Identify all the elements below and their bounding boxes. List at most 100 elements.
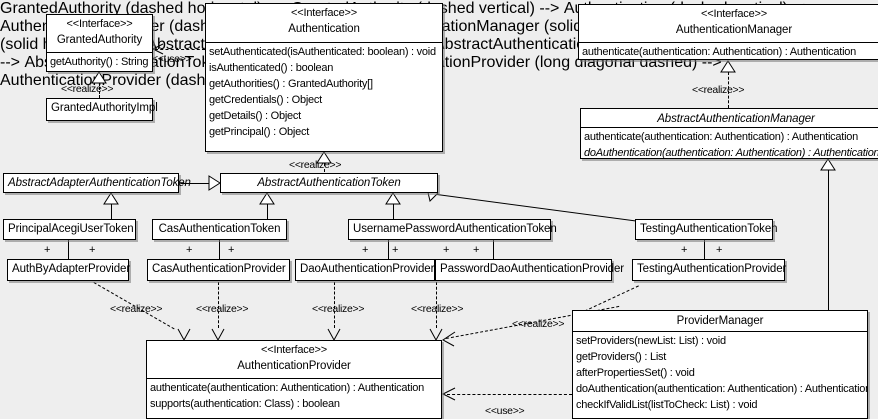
edge-label-use-granted-authority: <<use>>: [152, 53, 192, 65]
edge-realize-dao-authentication-provider: [334, 282, 335, 328]
multiplicity-userpass-c: +: [443, 244, 450, 256]
member-row: doAuthentication(authentication: Authent…: [584, 147, 878, 159]
class-box-password-dao-authentication-provider[interactable]: PasswordDaoAuthenticationProvider: [435, 259, 624, 281]
edge-generalize-provider-manager: [828, 170, 829, 310]
edge-label-realize-abstract-auth-manager: <<realize>>: [692, 84, 745, 96]
member-row: doAuthentication(authentication: Authent…: [576, 383, 867, 395]
generalization-triangle-userpass-token: [385, 192, 401, 205]
class-name-label: AbstractAdapterAuthenticationToken: [8, 177, 191, 189]
stereotype-label: <<Interface>>: [66, 18, 133, 30]
edge-realize-password-dao-authentication-provider: [436, 282, 437, 328]
class-header-cas-authentication-token: CasAuthenticationToken: [153, 220, 286, 239]
class-box-provider-manager[interactable]: ProviderManager setProviders(newList: Li…: [572, 310, 868, 419]
class-name-label: TestingAuthenticationProvider: [637, 263, 787, 275]
member-row: authenticate(authentication: Authenticat…: [582, 46, 857, 58]
member-row: getPrincipal() : Object: [209, 126, 310, 138]
multiplicity-cas-right: +: [228, 244, 235, 256]
class-header-granted-authority-impl: GrantedAuthorityImpl: [47, 99, 158, 120]
class-box-authentication-manager[interactable]: <<Interface>> AuthenticationManager auth…: [578, 4, 878, 60]
class-header-authentication-provider: <<Interface>> AuthenticationProvider: [147, 341, 441, 379]
class-header-testing-authentication-token: TestingAuthenticationToken: [636, 220, 778, 239]
edge-generalize-principal-acegi-token: [111, 204, 112, 219]
realize-triangle-authentication-manager: [720, 60, 736, 73]
edge-label-realize-testing-provider: <<realize>>: [512, 318, 565, 330]
class-box-authentication-provider[interactable]: <<Interface>> AuthenticationProvider aut…: [146, 340, 442, 419]
member-row: getProviders() : List: [576, 351, 667, 363]
edge-realize-granted-authority-impl: [99, 83, 100, 98]
stereotype-label: <<Interface>>: [701, 8, 767, 20]
class-members-authentication-manager: authenticate(authentication: Authenticat…: [579, 43, 878, 61]
multiplicity-testing-right: +: [716, 244, 723, 256]
class-box-testing-authentication-provider[interactable]: TestingAuthenticationProvider: [632, 259, 787, 281]
member-row: getAuthorities() : GrantedAuthority[]: [209, 78, 373, 90]
member-row: authenticate(authentication: Authenticat…: [150, 382, 425, 394]
class-box-dao-authentication-provider[interactable]: DaoAuthenticationProvider: [295, 259, 435, 281]
class-name-label: CasAuthenticationProvider: [152, 263, 286, 275]
class-name-label: AbstractAuthenticationToken: [257, 177, 401, 189]
edge-realize-abstract-authentication-token: [324, 163, 325, 172]
class-box-granted-authority-impl[interactable]: GrantedAuthorityImpl: [46, 98, 158, 121]
arrowhead-realize-password-dao-provider: [429, 328, 443, 342]
class-box-abstract-adapter-authentication-token[interactable]: AbstractAdapterAuthenticationToken: [3, 173, 191, 193]
class-header-principal-acegi-user-token: PrincipalAcegiUserToken: [4, 220, 135, 239]
class-header-granted-authority: <<Interface>> GrantedAuthority: [47, 15, 152, 53]
class-name-label: AuthByAdapterProvider: [12, 263, 131, 275]
class-name-label: GrantedAuthorityImpl: [51, 102, 158, 114]
class-members-provider-manager: setProviders(newList: List) : void getPr…: [573, 332, 867, 414]
class-box-authentication[interactable]: <<Interface>> Authentication setAuthenti…: [205, 3, 443, 152]
member-row: supports(authentication: Class) : boolea…: [150, 398, 340, 410]
class-name-label: TestingAuthenticationToken: [640, 223, 778, 235]
class-header-cas-authentication-provider: CasAuthenticationProvider: [148, 260, 289, 280]
class-header-abstract-adapter-authentication-token: AbstractAdapterAuthenticationToken: [4, 174, 191, 192]
arrowhead-realize-testing-provider: [442, 331, 456, 347]
class-name-label: CasAuthenticationToken: [158, 223, 281, 235]
class-members-granted-authority: getAuthority() : String: [47, 53, 152, 71]
edge-assoc-cas-token-to-provider: [219, 240, 220, 259]
multiplicity-principal-left: +: [44, 244, 51, 256]
edge-use-granted-authority: [155, 49, 205, 50]
edge-label-realize-granted-authority-impl: <<realize>>: [61, 83, 114, 95]
class-header-username-password-authentication-token: UsernamePasswordAuthenticationToken: [349, 220, 557, 239]
class-name-label: PasswordDaoAuthenticationProvider: [440, 263, 624, 275]
edge-assoc-userpass-to-passworddao: [493, 240, 494, 259]
arrowhead-realize-dao-provider: [327, 328, 341, 342]
class-header-dao-authentication-provider: DaoAuthenticationProvider: [296, 260, 434, 280]
class-header-abstract-authentication-token: AbstractAuthenticationToken: [221, 174, 437, 192]
class-box-auth-by-adapter-provider[interactable]: AuthByAdapterProvider: [7, 259, 131, 281]
member-row: isAuthenticated() : boolean: [209, 62, 334, 74]
class-box-cas-authentication-provider[interactable]: CasAuthenticationProvider: [147, 259, 290, 281]
edge-realize-cas-authentication-provider: [218, 282, 219, 328]
class-name-label: AuthenticationManager: [675, 24, 793, 36]
class-header-password-dao-authentication-provider: PasswordDaoAuthenticationProvider: [436, 260, 624, 280]
class-box-abstract-authentication-token[interactable]: AbstractAuthenticationToken: [220, 173, 438, 193]
class-members-authentication-provider: authenticate(authentication: Authenticat…: [147, 379, 441, 413]
generalization-triangle-cas-token: [259, 192, 275, 205]
class-name-label: PrincipalAcegiUserToken: [8, 223, 134, 235]
class-box-abstract-authentication-manager[interactable]: AbstractAuthenticationManager authentica…: [580, 108, 878, 159]
class-name-label: AuthenticationProvider: [237, 360, 351, 372]
arrowhead-realize-cas-provider: [211, 328, 225, 342]
class-box-cas-authentication-token[interactable]: CasAuthenticationToken: [152, 219, 287, 240]
class-name-label: GrantedAuthority: [56, 34, 143, 46]
edge-label-realize-dao-provider: <<realize>>: [312, 303, 365, 315]
class-box-testing-authentication-token[interactable]: TestingAuthenticationToken: [635, 219, 778, 240]
generalization-triangle-abstract-adapter-token: [103, 192, 119, 205]
class-name-label: UsernamePasswordAuthenticationToken: [353, 223, 557, 235]
class-box-username-password-authentication-token[interactable]: UsernamePasswordAuthenticationToken: [348, 219, 557, 240]
multiplicity-testing-left: +: [681, 244, 688, 256]
class-header-auth-by-adapter-provider: AuthByAdapterProvider: [8, 260, 131, 280]
generalization-triangle-abstract-authentication-token-left: [208, 175, 221, 191]
edge-label-use-provider-manager: <<use>>: [485, 405, 525, 417]
member-row: getDetails() : Object: [209, 110, 301, 122]
class-header-provider-manager: ProviderManager: [573, 311, 867, 332]
class-box-principal-acegi-user-token[interactable]: PrincipalAcegiUserToken: [3, 219, 136, 240]
member-row: getAuthority() : String: [50, 56, 149, 68]
edge-generalize-userpass-token: [393, 204, 394, 221]
multiplicity-principal-right: +: [89, 244, 96, 256]
class-box-granted-authority[interactable]: <<Interface>> GrantedAuthority getAuthor…: [46, 14, 153, 72]
edge-use-authentication-provider: [447, 394, 572, 395]
member-row: afterPropertiesSet() : void: [576, 367, 695, 379]
class-members-authentication: setAuthenticated(isAuthenticated: boolea…: [206, 43, 442, 141]
realize-triangle-granted-authority: [91, 71, 107, 84]
